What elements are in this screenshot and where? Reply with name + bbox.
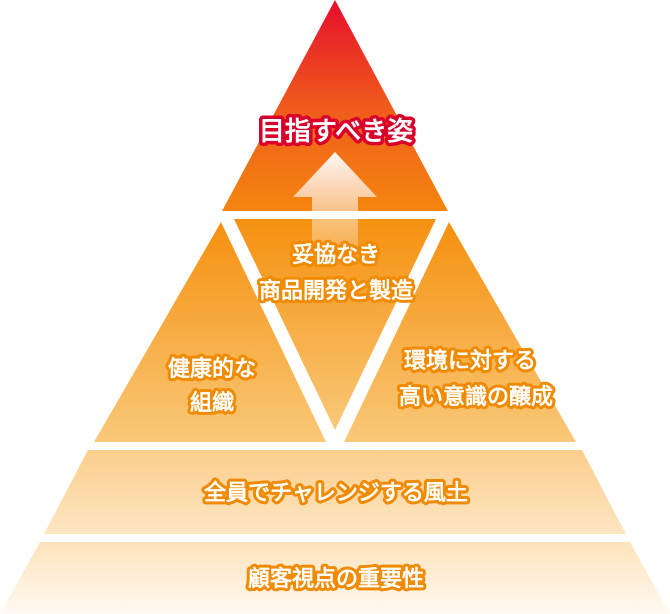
center-label-line1: 妥協なき	[292, 242, 380, 268]
center-label-line2: 商品開発と製造	[259, 278, 413, 304]
top-tier	[222, 0, 448, 211]
right-label-line1: 環境に対する	[404, 348, 536, 374]
band-1-label: 全員でチャレンジする風土	[203, 480, 468, 506]
left-label-line1: 健康的な	[168, 356, 256, 382]
top-label: 目指すべき姿	[259, 117, 413, 147]
band-2	[0, 542, 670, 614]
right-tier	[344, 222, 576, 442]
band-1	[44, 450, 626, 534]
left-tier	[94, 222, 326, 442]
center-tier	[234, 219, 436, 430]
up-arrow-icon	[293, 152, 377, 260]
right-label-line2: 高い意識の醸成	[399, 384, 553, 410]
band-2-label: 顧客視点の重要性	[248, 566, 424, 592]
left-label-line2: 組織	[190, 390, 234, 416]
